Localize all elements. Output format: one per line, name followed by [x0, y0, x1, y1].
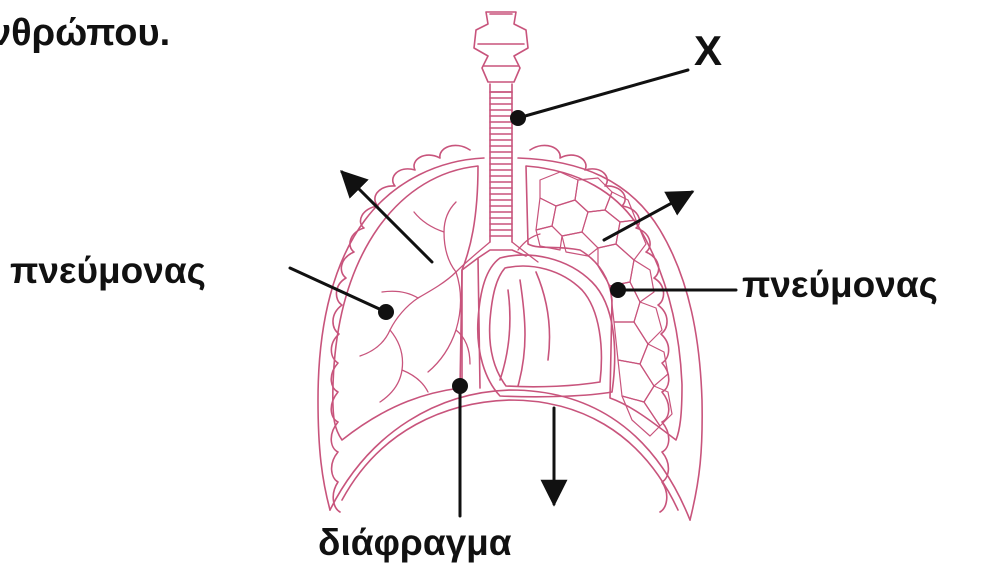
diaphragm-dome [330, 390, 690, 520]
trachea [490, 84, 512, 242]
annotations [290, 70, 736, 516]
left-rib-cage [331, 145, 470, 512]
right-lung-inner-outline [526, 166, 682, 440]
bronchial-tree [360, 202, 540, 402]
diaphragm-dome-inner [342, 400, 678, 510]
right-expansion-arrow [604, 192, 692, 240]
right-lung-outline [518, 158, 702, 520]
heart-inner [490, 266, 602, 387]
x-leader-line [518, 70, 688, 118]
label-diaphragm: διάφραγμα [318, 524, 512, 561]
diaphragm-dot [452, 378, 468, 394]
label-lung-right: πνεύμονας [742, 266, 938, 303]
label-lung-left: πνεύμονας [10, 252, 206, 289]
right-lung-dot [610, 282, 626, 298]
mediastinum [462, 250, 526, 388]
x-dot [510, 110, 526, 126]
label-x: X [694, 30, 722, 72]
anatomy-drawing [318, 12, 702, 520]
heart-vessels [500, 272, 550, 386]
larynx [474, 12, 528, 82]
left-lung-dot [378, 304, 394, 320]
heart [478, 255, 615, 397]
page-title-fragment: νθρώπου. [0, 14, 170, 52]
left-lung-leader-line [290, 268, 386, 312]
